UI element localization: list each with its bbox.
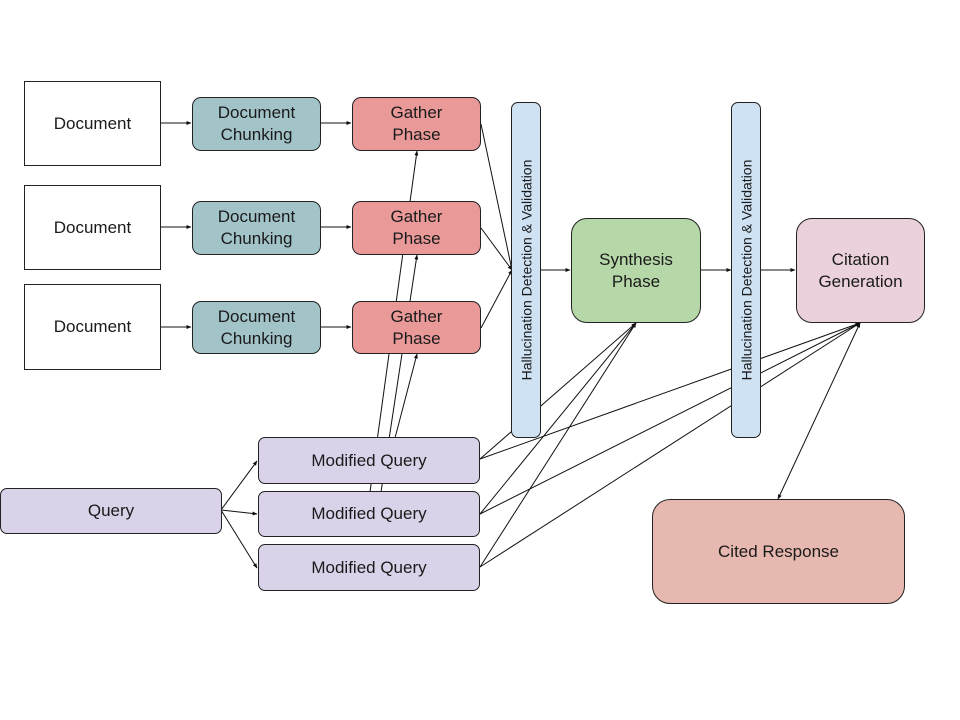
edge-gather-2-validation-1 xyxy=(480,227,513,271)
document-node-1[interactable]: Document xyxy=(24,81,161,166)
edge-query-mq2 xyxy=(220,509,258,516)
query-label: Query xyxy=(87,501,135,520)
edge-query-mq3 xyxy=(220,509,258,569)
citation-node[interactable]: Citation Generation xyxy=(796,218,925,323)
edge-gather-1-validation-1 xyxy=(480,123,514,271)
document-label: Document xyxy=(53,317,132,336)
synthesis-label: Synthesis Phase xyxy=(599,249,673,291)
cited-response-node[interactable]: Cited Response xyxy=(652,499,905,604)
validation-node-2[interactable]: Hallucination Detection & Validation xyxy=(731,102,761,438)
document-node-2[interactable]: Document xyxy=(24,185,161,270)
modified-query-node-1[interactable]: Modified Query xyxy=(258,437,480,484)
document-node-3[interactable]: Document xyxy=(24,284,161,370)
chunking-label: Document Chunking xyxy=(217,306,296,348)
gather-label: Gather Phase xyxy=(390,103,443,144)
edge-mq1-gather-3 xyxy=(394,353,418,439)
chunking-node-2[interactable]: Document Chunking xyxy=(192,201,321,255)
query-node[interactable]: Query xyxy=(0,488,222,534)
gather-label: Gather Phase xyxy=(390,306,443,348)
citation-label: Citation Generation xyxy=(818,249,903,291)
chunking-label: Document Chunking xyxy=(217,207,296,248)
chunking-node-1[interactable]: Document Chunking xyxy=(192,97,321,151)
edge-mq2-synthesis xyxy=(479,322,637,515)
validation-label: Hallucination Detection & Validation xyxy=(518,159,535,381)
gather-label: Gather Phase xyxy=(390,207,443,248)
edge-gather-3-validation-1 xyxy=(480,269,513,329)
synthesis-node[interactable]: Synthesis Phase xyxy=(571,218,701,323)
edge-citation-cited-response xyxy=(777,322,861,500)
document-label: Document xyxy=(53,113,132,133)
validation-node-1[interactable]: Hallucination Detection & Validation xyxy=(511,102,541,438)
cited-response-label: Cited Response xyxy=(718,541,839,561)
validation-label: Hallucination Detection & Validation xyxy=(738,159,755,381)
edge-mq3-synthesis xyxy=(479,322,637,568)
modified-query-label: Modified Query xyxy=(311,557,427,577)
chunking-node-3[interactable]: Document Chunking xyxy=(192,301,321,354)
gather-node-1[interactable]: Gather Phase xyxy=(352,97,481,151)
edge-mq1-synthesis xyxy=(479,322,637,460)
chunking-label: Document Chunking xyxy=(217,103,296,144)
gather-node-3[interactable]: Gather Phase xyxy=(352,301,481,354)
modified-query-node-2[interactable]: Modified Query xyxy=(258,491,480,537)
modified-query-label: Modified Query xyxy=(311,450,427,470)
modified-query-label: Modified Query xyxy=(311,504,427,523)
edge-query-mq1 xyxy=(220,460,258,511)
modified-query-node-3[interactable]: Modified Query xyxy=(258,544,480,591)
document-label: Document xyxy=(53,217,132,237)
gather-node-2[interactable]: Gather Phase xyxy=(352,201,481,255)
